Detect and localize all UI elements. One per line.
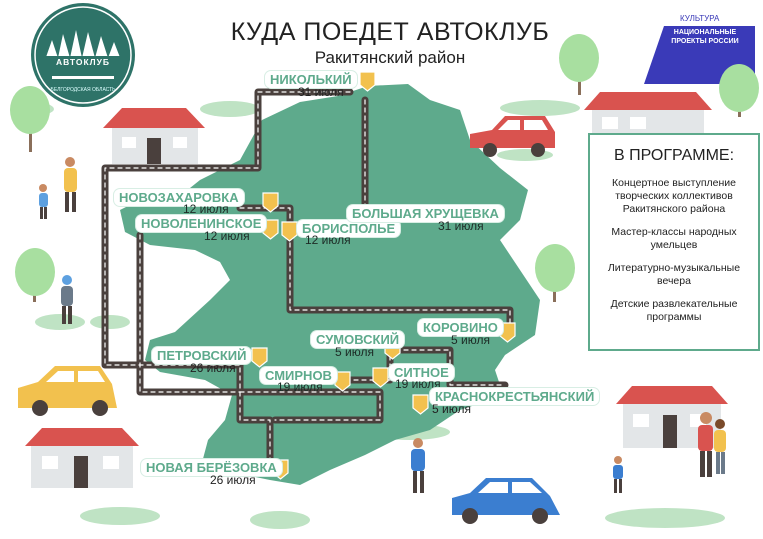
pin-borisopole	[281, 221, 298, 242]
stop-date-novoleninskoe: 12 июля	[204, 229, 250, 243]
stop-date-korovino: 5 июля	[451, 333, 490, 347]
person	[613, 456, 623, 493]
stop-date-bolshaya-khrushchevka: 31 июля	[438, 219, 484, 233]
logo-label: АВТОКЛУБ	[55, 57, 111, 67]
stop-date-borisopole: 12 июля	[305, 233, 351, 247]
stop-label-nikolsky: НИКОЛЬКИЙ	[265, 71, 357, 88]
national-projects-top: КУЛЬТУРА	[680, 14, 720, 23]
houses	[25, 92, 728, 488]
stop-label-sitnoe: СИТНОЕ	[389, 364, 454, 381]
stop-date-nikolsky: 31 июля	[298, 85, 344, 99]
car-blue	[452, 478, 560, 524]
stop-label-krasnokrestyansky: КРАСНОКРЕСТЬЯНСКИЙ	[430, 388, 600, 405]
stop-label-petrovsky: ПЕТРОВСКИЙ	[152, 347, 252, 364]
program-box: В ПРОГРАММЕ: Концертное выступление твор…	[588, 133, 760, 351]
house	[584, 92, 712, 134]
person	[39, 184, 48, 219]
stop-date-petrovsky: 26 июля	[190, 361, 236, 375]
stop-date-novozakharovka: 12 июля	[183, 202, 229, 216]
stop-label-novoleninskoe: НОВОЛЕНИНСКОЕ	[136, 215, 267, 232]
poster-subtitle: Ракитянский район	[314, 48, 466, 67]
cars	[18, 116, 560, 524]
logo-sublabel: БЕЛГОРОДСКАЯ ОБЛАСТЬ	[50, 87, 116, 93]
house	[25, 428, 139, 488]
tree	[15, 248, 55, 302]
trees	[10, 34, 759, 302]
car-red	[470, 116, 555, 157]
region-shape	[120, 84, 540, 485]
house	[103, 108, 205, 164]
stop-date-sitnoe: 19 июля	[395, 377, 441, 391]
program-item: Концертное выступление творческих коллек…	[611, 177, 736, 215]
pin-nikolsky	[359, 71, 376, 92]
stop-pins	[251, 71, 516, 480]
pin-smirnov	[334, 371, 351, 392]
pin-petrovsky	[251, 347, 268, 368]
program-item: Литературно-музыкальные вечера	[607, 262, 741, 287]
tree	[719, 64, 759, 117]
people	[39, 157, 726, 493]
pin-krasnokrestyansky	[412, 394, 429, 415]
pin-sitnoe	[372, 367, 389, 388]
stop-label-korovino: КОРОВИНО	[418, 319, 503, 336]
national-projects-text: НАЦИОНАЛЬНЫЕ ПРОЕКТЫ РОССИИ	[671, 29, 739, 45]
stop-date-krasnokrestyansky: 5 июля	[432, 402, 471, 416]
person	[61, 275, 73, 324]
stop-date-smirnov: 19 июля	[277, 380, 323, 394]
stop-label-novozakharovka: НОВОЗАХАРОВКА	[114, 189, 244, 206]
person	[698, 412, 713, 477]
stop-label-sumovsky: СУМОВСКИЙ	[311, 331, 405, 348]
program-heading: В ПРОГРАММЕ:	[613, 147, 735, 164]
poster-title: КУДА ПОЕДЕТ АВТОКЛУБ	[230, 18, 550, 46]
tree	[535, 244, 575, 302]
autoclub-logo	[31, 3, 135, 107]
stop-label-novaya-berezovka: НОВАЯ БЕРЁЗОВКА	[141, 459, 282, 476]
program-item: Мастер-классы народных умельцев	[611, 226, 737, 251]
bushes	[10, 100, 725, 529]
pin-novozakharovka	[262, 192, 279, 213]
stop-date-novaya-berezovka: 26 июля	[210, 473, 256, 487]
roads	[101, 88, 514, 474]
stop-label-bolshaya-khrushchevka: БОЛЬШАЯ ХРУЩЕВКА	[347, 205, 504, 222]
tree	[10, 86, 50, 152]
tree	[559, 34, 599, 95]
person	[411, 438, 425, 493]
stop-label-borisopole: БОРИСПОЛЬЕ	[297, 220, 401, 237]
person	[64, 157, 77, 212]
car-yellow	[18, 366, 117, 416]
stop-label-smirnov: СМИРНОВ	[260, 367, 337, 384]
stop-date-sumovsky: 5 июля	[335, 345, 374, 359]
person	[714, 419, 726, 474]
program-item: Детские развлекательные программы	[610, 298, 738, 323]
